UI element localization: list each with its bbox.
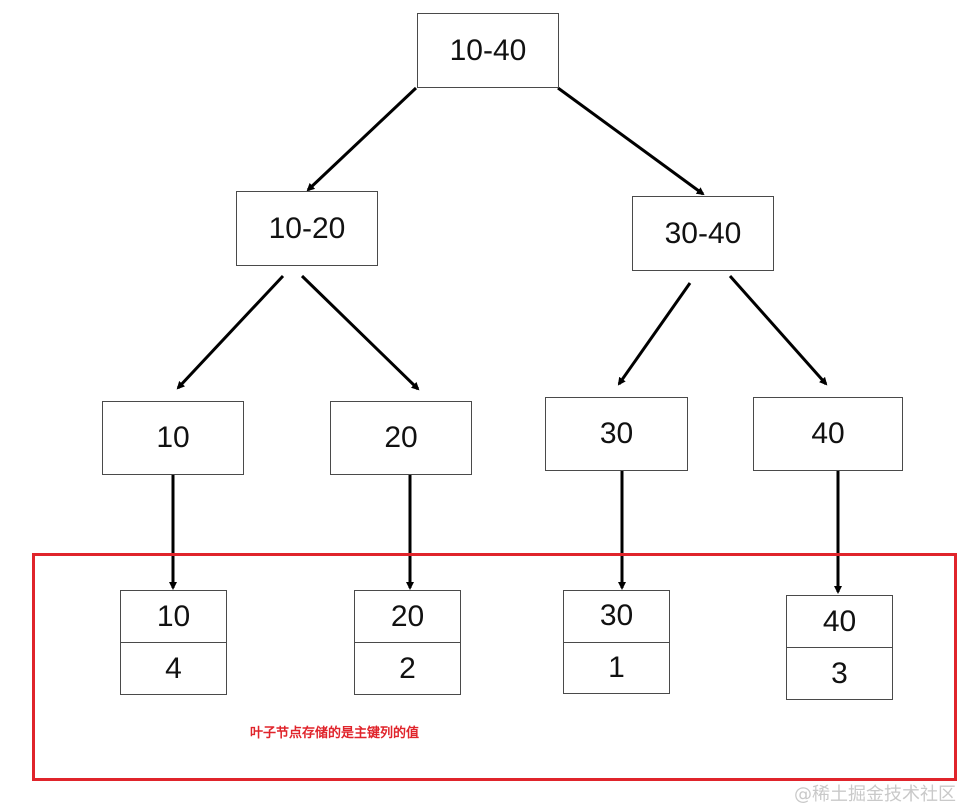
index-node-label: 40 <box>811 417 845 450</box>
index-node-40: 40 <box>753 397 903 471</box>
root-node-label: 10-40 <box>449 33 527 67</box>
edge-10-20-to-10 <box>176 274 285 390</box>
internal-node-30-40: 30-40 <box>632 196 774 271</box>
leaf-level-highlight-box <box>32 553 957 781</box>
leaf-node-40: 40 3 <box>786 595 893 700</box>
internal-node-label: 10-20 <box>268 211 346 245</box>
internal-node-label: 30-40 <box>664 216 742 250</box>
edge-30-40-to-30 <box>617 282 692 386</box>
leaf-node-30: 30 1 <box>563 590 670 694</box>
index-node-20: 20 <box>330 401 472 475</box>
leaf-value: 2 <box>399 651 416 685</box>
leaf-value: 1 <box>608 650 625 684</box>
edge-root-to-10-20 <box>306 86 418 192</box>
leaf-key: 20 <box>355 591 460 643</box>
leaf-key: 10 <box>121 591 226 643</box>
edge-10-20-to-20 <box>300 274 420 391</box>
edge-root-to-30-40 <box>557 86 705 196</box>
leaf-value: 3 <box>831 656 848 690</box>
index-node-label: 20 <box>384 421 418 454</box>
leaf-node-10: 10 4 <box>120 590 227 695</box>
watermark: @稀土掘金技术社区 <box>794 784 956 805</box>
leaf-key: 40 <box>787 596 892 648</box>
index-node-label: 10 <box>156 421 190 454</box>
internal-node-10-20: 10-20 <box>236 191 378 266</box>
leaf-value: 4 <box>165 651 182 685</box>
leaf-key: 30 <box>564 591 669 643</box>
leaf-node-20: 20 2 <box>354 590 461 695</box>
index-node-30: 30 <box>545 397 688 471</box>
root-node: 10-40 <box>417 13 559 88</box>
leaf-annotation-text: 叶子节点存储的是主键列的值 <box>250 726 420 741</box>
index-node-label: 30 <box>599 417 634 450</box>
index-node-10: 10 <box>102 401 244 475</box>
edge-30-40-to-40 <box>728 275 828 386</box>
